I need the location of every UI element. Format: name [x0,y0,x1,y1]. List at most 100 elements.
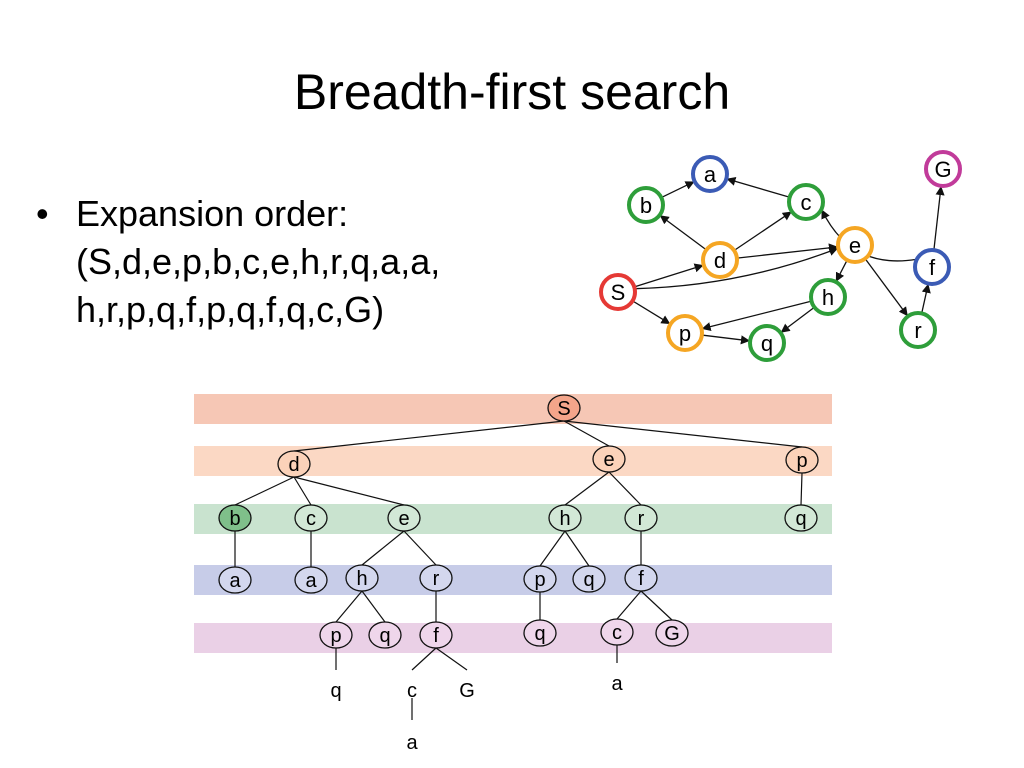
graph-edges [632,176,945,345]
tree-edge-t_erf-t_erfG [640,590,673,621]
tree-node-t_dehp: p [319,621,353,649]
tree-node-t_dehq: q [368,621,402,649]
graph-node-e-circle [836,226,874,264]
graph-edge-c-a [726,176,790,198]
tree-node-t_d-label: d [288,454,299,476]
tree-node-t_erfc: c [600,618,634,646]
tree-node-t_erfG: G [655,619,689,647]
tree-node-t_ehq-ellipse [572,565,606,593]
graph-node-S-label: S [611,280,626,305]
tree-leaf-l_q: q [330,680,341,702]
tree-leaf-l_a1: a [406,732,418,754]
tree-node-t_pq: q [784,504,818,532]
tree-node-t_p: p [785,446,819,474]
bullet-line-3: h,r,p,q,f,p,q,f,q,c,G) [76,289,385,330]
depth-band-3 [194,565,832,595]
tree-node-t_derf-label: f [433,625,439,647]
tree-node-t_dehq-label: q [379,625,390,647]
graph-node-a-label: a [704,162,717,187]
tree-node-t_ehp: p [523,565,557,593]
depth-band-4 [194,623,832,653]
graph-node-r-circle [899,311,937,349]
tree-node-t_deh-label: h [356,568,367,590]
graph-node-G-label: G [934,157,951,182]
tree-node-t_ehpq: q [523,619,557,647]
tree-node-t_dc: c [294,504,328,532]
tree-edge-t_de-t_deh [361,530,405,566]
tree-node-t_erfc-label: c [612,622,622,644]
graph-node-b-circle [627,186,665,224]
tree-node-t_ehpq-ellipse [523,619,557,647]
tree-node-t_deh-ellipse [345,564,379,592]
tree-node-t_S-label: S [557,398,570,420]
graph-node-S: S [599,273,637,311]
bullet-glyph: • [36,193,49,234]
graph-edge-S-e [634,247,839,290]
tree-node-t_derf: f [419,621,453,649]
graph-edge-h-p [701,300,812,332]
graph-node-p-circle [666,314,704,352]
tree-node-t_p-label: p [796,450,807,472]
graph-edge-p-q [701,334,751,345]
graph-node-S-circle [599,273,637,311]
tree-node-t_db-ellipse [218,504,252,532]
tree-edge-t_d-t_dc [293,476,312,506]
tree-node-t_deh: h [345,564,379,592]
tree-edge-t_deh-t_dehq [361,590,386,623]
tree-edge-t_deh-t_dehp [335,590,363,623]
tree-edge-t_d-t_db [234,476,295,506]
tree-node-t_dba-ellipse [218,566,252,594]
tree-node-t_pq-ellipse [784,504,818,532]
tree-node-t_dehp-ellipse [319,621,353,649]
tree-node-t_dca-label: a [305,570,317,592]
graph-node-d-label: d [714,248,726,273]
tree-edge-t_S-t_p [563,420,803,448]
tree-node-t_ehq: q [572,565,606,593]
graph-edge-b-a [661,181,695,199]
bullet-text: Expansion order: (S,d,e,p,b,c,e,h,r,q,a,… [76,190,556,334]
graph-edge-S-p [632,300,671,325]
tree-node-t_e-label: e [603,449,614,471]
graph-edge-r-f [921,283,931,314]
graph-node-b: b [627,186,665,224]
tree-node-t_pq-label: q [795,508,806,530]
tree-node-t_dba: a [218,566,252,594]
graph-node-q-circle [748,324,786,362]
tree-node-t_ehpq-label: q [534,623,545,645]
tree-edge-t_erf-t_erfc [616,590,642,620]
graph-node-d: d [701,241,739,279]
tree-node-t_d: d [277,450,311,478]
tree-edge-t_e-t_er [608,471,642,506]
tree-node-t_S: S [547,394,581,422]
graph-edge-f-G [933,185,945,251]
tree-node-t_dca: a [294,566,328,594]
tree-edge-t_de-t_der [403,530,437,566]
graph-node-e: e [836,226,874,264]
tree-node-t_dc-label: c [306,508,316,530]
graph-node-d-circle [701,241,739,279]
tree-edges [234,420,803,720]
tree-node-t_er-label: r [638,508,645,530]
graph-node-p-label: p [679,321,691,346]
graph-node-h: h [809,278,847,316]
graph-edge-h-q [780,306,815,333]
graph-node-r: r [899,311,937,349]
tree-edge-t_d-t_de [293,476,405,506]
graph-node-r-label: r [914,318,921,343]
tree-node-t_dc-ellipse [294,504,328,532]
tree-node-t_erfc-ellipse [600,618,634,646]
tree-node-t_db-label: b [229,508,240,530]
graph-node-G: G [924,150,962,188]
tree-node-t_der-label: r [433,568,440,590]
tree-node-t_derf-ellipse [419,621,453,649]
graph-edge-S-d [634,263,704,288]
depth-bands [194,394,832,653]
tree-node-t_e: e [592,445,626,473]
graph-node-b-label: b [640,193,652,218]
graph-edge-d-c [733,211,792,252]
tree-leaf-l_G: G [459,680,475,702]
